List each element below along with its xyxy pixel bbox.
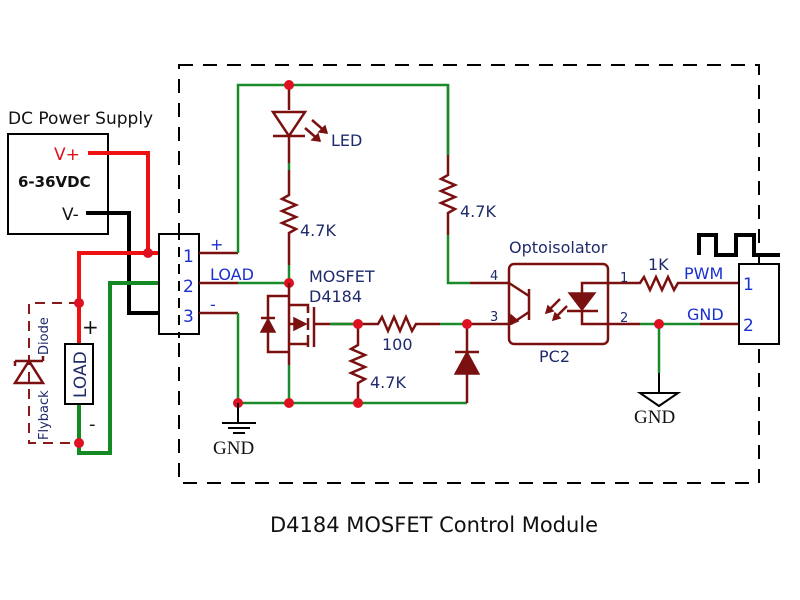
mosfet-part-label: D4184: [309, 287, 362, 306]
input-label-plus: +: [210, 235, 223, 254]
ground-icon: [636, 392, 682, 408]
load-minus-wire: [77, 281, 160, 455]
ground-label-left: GND: [213, 438, 254, 459]
power-supply-title: DC Power Supply: [8, 109, 153, 129]
resistor-pullup-icon: [437, 155, 459, 235]
pwm-waveform-icon: [697, 233, 780, 257]
vplus-wire: [88, 151, 150, 253]
input-label-minus: -: [210, 295, 216, 314]
flyback-label-2: Diode: [37, 317, 52, 355]
opto-led-icon: [544, 281, 630, 326]
power-supply-box: [7, 133, 109, 235]
resistor-input-icon: [630, 274, 740, 293]
flyback-diode-icon: [12, 356, 46, 385]
r-input-label: 1K: [648, 255, 669, 274]
ground-icon: [222, 403, 256, 434]
vminus-label: V-: [62, 205, 79, 225]
output-label-pwm: PWM: [684, 264, 723, 283]
optoisolator-box: [507, 262, 610, 346]
diagram-title: D4184 MOSFET Control Module: [270, 513, 598, 537]
output-pin-1: 1: [743, 275, 754, 295]
ground-label-right: GND: [634, 407, 675, 428]
load-plus-label: +: [82, 315, 99, 339]
junction: [74, 438, 84, 448]
junction: [143, 248, 153, 258]
r-pullup-label: 4.7K: [460, 202, 496, 221]
r-led-label: 4.7K: [300, 221, 336, 240]
resistor-gate-icon: [358, 313, 440, 335]
led-label: LED: [331, 131, 362, 150]
load-label: LOAD: [71, 351, 91, 398]
junction: [462, 319, 472, 329]
voltage-label: 6-36VDC: [18, 173, 91, 191]
vminus-wire: [86, 211, 160, 315]
junction: [353, 319, 363, 329]
phototransistor-icon: [507, 281, 531, 327]
output-pin-2: 2: [743, 316, 754, 336]
mosfet-icon: [259, 283, 358, 365]
vplus-net: [236, 83, 450, 253]
r-pulldown-label: 4.7K: [370, 373, 406, 392]
junction: [284, 398, 294, 408]
junction: [654, 319, 664, 329]
input-pin-2: 2: [183, 277, 194, 297]
opto-pin-4: 4: [490, 269, 498, 284]
vplus-label: V+: [54, 145, 80, 165]
load-box: [64, 343, 94, 405]
r-gate-label: 100: [382, 335, 413, 354]
resistor-led-icon: [278, 170, 300, 265]
flyback-wire: [28, 302, 79, 444]
input-pin-1: 1: [183, 247, 194, 267]
gate-diode-icon: [453, 324, 481, 403]
pullup-wire: [446, 235, 470, 285]
opto-pin-3: 3: [490, 310, 498, 325]
junction: [74, 298, 84, 308]
resistor-pulldown-icon: [347, 324, 369, 403]
opto-pin-1: 1: [620, 271, 628, 286]
output-label-gnd: GND: [687, 305, 724, 324]
opto-pin-2: 2: [620, 311, 628, 326]
junction: [284, 80, 294, 90]
opto-ref-label: PC2: [539, 347, 570, 366]
flyback-label: Flyback: [37, 390, 52, 440]
opto-title: Optoisolator: [509, 238, 608, 257]
led-icon: [270, 110, 329, 142]
load-minus-label: -: [89, 414, 96, 435]
input-label-load: LOAD: [210, 265, 254, 284]
output-connector: [738, 263, 780, 345]
input-pin-3: 3: [183, 307, 194, 327]
mosfet-type-label: MOSFET: [309, 267, 375, 286]
load-plus-wire: [77, 251, 160, 343]
junction: [353, 398, 363, 408]
